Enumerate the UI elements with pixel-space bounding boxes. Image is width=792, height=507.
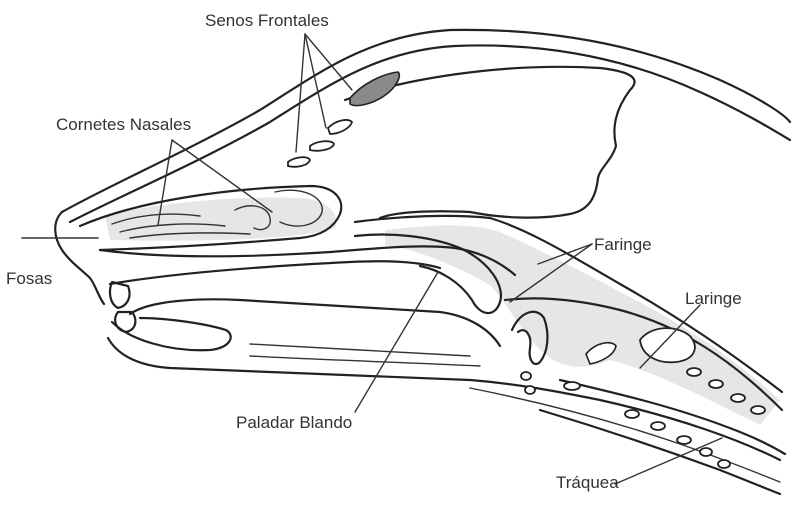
tracheal-ring xyxy=(751,406,765,414)
tracheal-ring xyxy=(651,422,665,430)
frontal-sinus-tiny xyxy=(288,157,310,167)
label-paladar-blando: Paladar Blando xyxy=(236,414,352,431)
jaw-muscle-lines xyxy=(250,344,480,366)
label-senos-frontales: Senos Frontales xyxy=(205,12,329,29)
pharynx-shading xyxy=(385,225,780,425)
hard-palate xyxy=(110,261,440,284)
tracheal-ring xyxy=(687,368,701,376)
leader-traquea xyxy=(615,438,722,484)
label-laringe: Laringe xyxy=(685,290,742,307)
tracheal-ring xyxy=(700,448,712,456)
upper-skull-base xyxy=(355,216,490,222)
tracheal-ring xyxy=(625,410,639,418)
incisor-upper xyxy=(110,282,130,308)
tracheal-ring xyxy=(525,386,535,394)
leader-senos-2 xyxy=(305,34,326,128)
frontal-sinus-large xyxy=(350,72,399,106)
label-fosas: Fosas xyxy=(6,270,52,287)
leader-senos-1 xyxy=(296,34,305,152)
tracheal-ring xyxy=(564,382,580,390)
tracheal-ring xyxy=(731,394,745,402)
frontal-sinus-small xyxy=(310,141,334,151)
label-faringe: Faringe xyxy=(594,236,652,253)
label-cornetes-nasales: Cornetes Nasales xyxy=(56,116,191,133)
lower-lip xyxy=(112,318,231,350)
tracheal-ring xyxy=(521,372,531,380)
tracheal-ring xyxy=(709,380,723,388)
nasal-shading xyxy=(105,197,336,240)
incisor-lower xyxy=(115,312,135,332)
leader-paladar xyxy=(355,272,438,412)
tracheal-ring xyxy=(677,436,691,444)
leader-senos-3 xyxy=(305,34,352,90)
label-traquea: Tráquea xyxy=(556,474,619,491)
tracheal-ring xyxy=(718,460,730,468)
frontal-sinus-mid xyxy=(328,120,352,134)
